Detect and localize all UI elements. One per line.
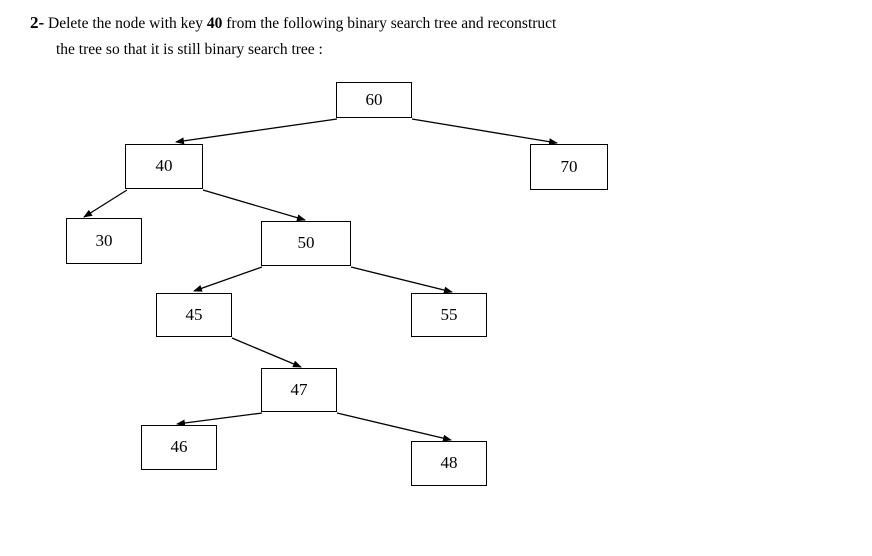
question-number: 2- bbox=[30, 13, 45, 32]
question-line-2: the tree so that it is still binary sear… bbox=[56, 41, 323, 58]
tree-node-label: 48 bbox=[440, 453, 458, 472]
tree-edge-45-to-47 bbox=[231, 337, 302, 368]
question-key-value: 40 bbox=[206, 15, 223, 32]
tree-node-45: 45 bbox=[156, 293, 232, 337]
tree-node-label: 60 bbox=[365, 89, 383, 109]
tree-edge-50-to-45 bbox=[193, 266, 263, 292]
tree-node-40: 40 bbox=[125, 144, 203, 189]
tree-node-label: 46 bbox=[170, 437, 188, 456]
question-text-after-key: from the following binary search tree an… bbox=[222, 15, 557, 32]
tree-node-46: 46 bbox=[141, 425, 217, 470]
tree-node-60: 60 bbox=[336, 82, 412, 118]
tree-edge-47-to-48 bbox=[336, 412, 452, 442]
tree-node-30: 30 bbox=[66, 218, 142, 264]
tree-edge-60-to-40 bbox=[175, 118, 338, 145]
question-text-before-key: Delete the node with key bbox=[44, 15, 207, 32]
tree-node-label: 55 bbox=[440, 304, 458, 324]
tree-edge-40-to-30 bbox=[83, 189, 128, 218]
tree-node-label: 47 bbox=[290, 379, 308, 399]
tree-node-label: 40 bbox=[155, 156, 173, 175]
tree-edge-40-to-50 bbox=[202, 189, 306, 222]
tree-node-50: 50 bbox=[261, 221, 351, 266]
tree-node-47: 47 bbox=[261, 368, 337, 412]
tree-edge-47-to-46 bbox=[176, 412, 263, 427]
tree-node-label: 70 bbox=[560, 156, 578, 176]
tree-node-55: 55 bbox=[411, 293, 487, 337]
question-line-1: 2- Delete the node with key 40 from the … bbox=[30, 10, 790, 37]
tree-edge-60-to-70 bbox=[411, 118, 558, 146]
tree-node-label: 50 bbox=[297, 233, 315, 252]
question-text: 2- Delete the node with key 40 from the … bbox=[30, 10, 790, 63]
tree-edge-50-to-55 bbox=[350, 266, 453, 294]
tree-node-label: 45 bbox=[185, 304, 203, 324]
tree-node-label: 30 bbox=[95, 230, 113, 250]
tree-node-48: 48 bbox=[411, 441, 487, 486]
tree-node-70: 70 bbox=[530, 144, 608, 190]
